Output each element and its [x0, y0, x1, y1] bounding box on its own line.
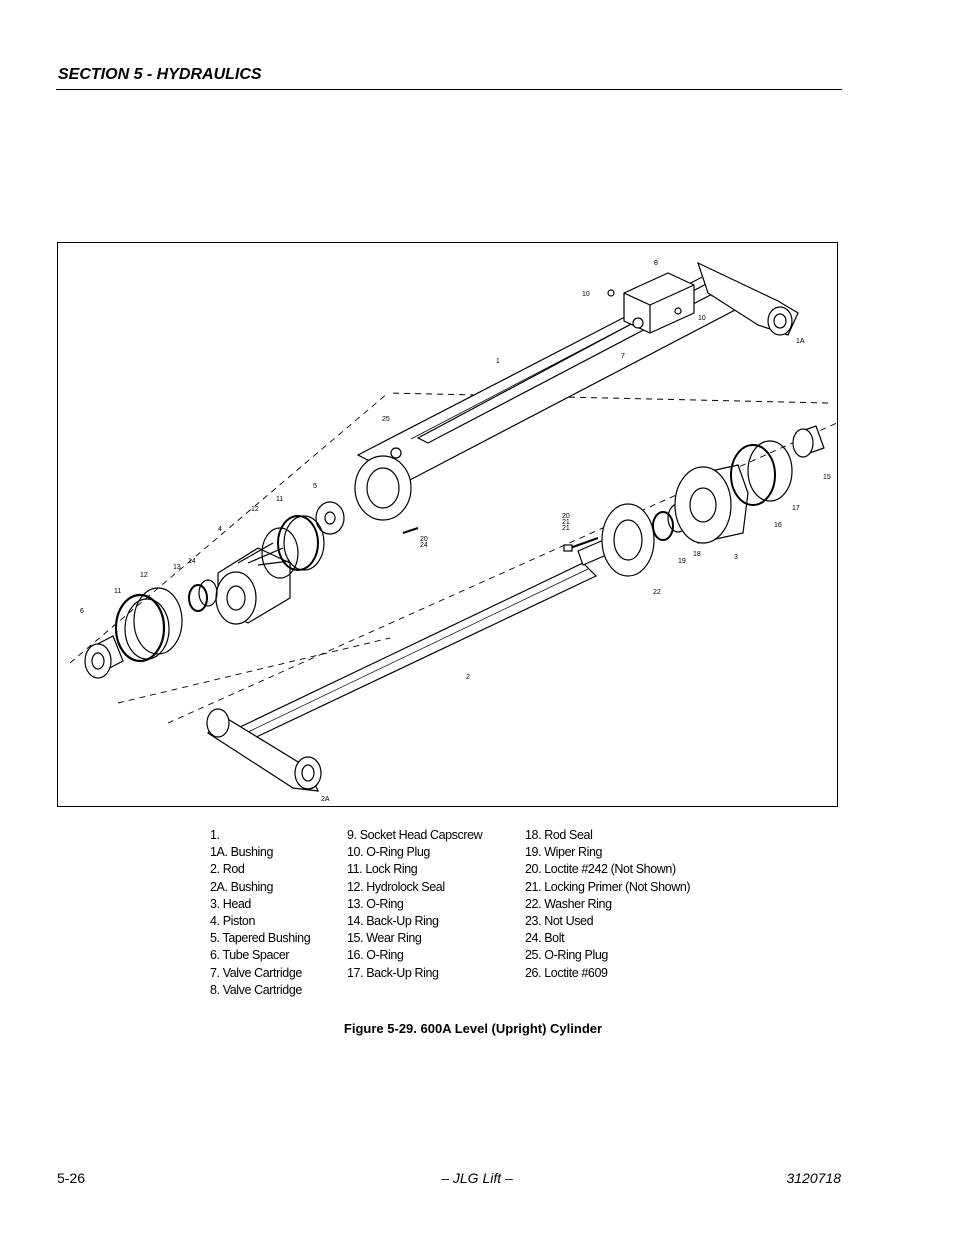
callout-1a: 1A — [796, 338, 805, 345]
callout-15: 15 — [823, 474, 831, 481]
callout-22: 22 — [653, 589, 661, 596]
legend-item: 3. Head — [210, 896, 251, 911]
callout-1: 1 — [496, 358, 500, 365]
legend-column-3: 18. Rod Seal 19. Wiper Ring 20. Loctite … — [525, 827, 691, 982]
callout-5: 5 — [313, 483, 317, 490]
section-divider — [56, 89, 842, 90]
legend-item: 2. Rod — [210, 862, 245, 877]
legend-column-1: 1. 1A. Bushing 2. Rod 2A. Bushing 3. Hea… — [210, 827, 311, 999]
callout-10a: 10 — [582, 291, 590, 298]
legend-item: 10. O-Ring Plug — [347, 845, 430, 860]
legend-item: 23. Not Used — [525, 914, 594, 929]
callout-13: 13 — [173, 564, 181, 571]
callout-16: 16 — [774, 522, 782, 529]
legend-item: 20. Loctite #242 (Not Shown) — [525, 862, 676, 877]
legend-item: 17. Back-Up Ring — [347, 965, 439, 980]
exploded-cylinder-figure: 1 1A 2 2A 3 4 5 6 7 8 10 10 11 11 12 12 … — [57, 242, 838, 807]
legend-item: 8. Valve Cartridge — [210, 982, 302, 997]
callout-17: 17 — [792, 505, 800, 512]
callout-12b: 12 — [140, 572, 148, 579]
callout-6: 6 — [80, 608, 84, 615]
legend-item: 12. Hydrolock Seal — [347, 879, 445, 894]
callout-20-barrel: 20 — [420, 536, 428, 543]
callout-11b: 11 — [114, 588, 121, 595]
callout-25: 25 — [382, 416, 390, 423]
legend-item: 4. Piston — [210, 914, 256, 929]
legend-item: 22. Washer Ring — [525, 896, 612, 911]
callout-10b: 10 — [698, 315, 706, 322]
legend-item: 16. O-Ring — [347, 948, 404, 963]
legend-item: 25. O-Ring Plug — [525, 948, 608, 963]
legend-item: 21. Locking Primer (Not Shown) — [525, 879, 691, 894]
callout-21: 20 — [562, 513, 570, 520]
legend-column-2: 9. Socket Head Capscrew 10. O-Ring Plug … — [347, 827, 483, 982]
callout-20: 21 — [562, 519, 570, 526]
callout-8: 8 — [654, 260, 658, 267]
legend-item: 24. Bolt — [525, 931, 565, 946]
legend-item: 9. Socket Head Capscrew — [347, 828, 483, 842]
callout-3: 3 — [734, 554, 738, 561]
legend-item: 13. O-Ring — [347, 896, 404, 911]
figure-caption-text: Figure 5-29. 600A Level (Upright) Cylind… — [343, 1021, 603, 1036]
footer-publisher: – JLG Lift – — [441, 1170, 513, 1186]
callout-12a: 12 — [251, 506, 259, 513]
callout-24: 21 — [562, 525, 570, 532]
callout-11a: 11 — [276, 496, 283, 503]
callout-4: 4 — [218, 526, 222, 533]
legend-item: 11. Lock Ring — [347, 862, 418, 877]
legend-item: 1A. Bushing — [210, 845, 274, 860]
cylinder-diagram: 1 1A 2 2A 3 4 5 6 7 8 10 10 11 11 12 12 … — [69, 260, 837, 803]
legend-item: 15. Wear Ring — [347, 931, 422, 946]
figure-caption: Figure 5-29. 600A Level (Upright) Cylind… — [0, 1021, 954, 1036]
callout-19: 19 — [678, 558, 686, 565]
legend-item: 7. Valve Cartridge — [210, 965, 302, 980]
page-number: 5-26 — [57, 1170, 86, 1186]
legend-item: 19. Wiper Ring — [525, 845, 603, 860]
callout-2: 2 — [466, 674, 470, 681]
callout-21-barrel: 24 — [420, 542, 428, 549]
callout-2a: 2A — [321, 796, 330, 803]
legend-item: 2A. Bushing — [210, 879, 274, 894]
document-number: 3120718 — [786, 1170, 841, 1186]
legend-item: 18. Rod Seal — [525, 828, 593, 842]
section-title: SECTION 5 - HYDRAULICS — [58, 66, 262, 83]
legend-item: 14. Back-Up Ring — [347, 914, 439, 929]
legend-item: 5. Tapered Bushing — [210, 931, 311, 946]
callout-7: 7 — [621, 353, 625, 360]
callout-18: 18 — [693, 551, 701, 558]
legend-item: 26. Loctite #609 — [525, 965, 608, 980]
callout-14: 14 — [188, 558, 196, 565]
legend-item: 6. Tube Spacer — [210, 948, 290, 963]
legend-item: 1. — [210, 828, 220, 842]
